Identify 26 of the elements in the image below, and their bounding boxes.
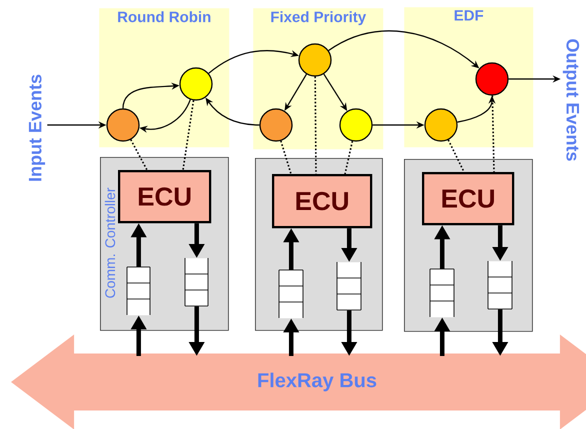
task-circle [179, 67, 213, 101]
queue-drawing [278, 270, 304, 318]
dotted-line [130, 139, 148, 170]
dotted-line [182, 100, 194, 170]
task-circle [298, 43, 332, 77]
queue-drawing [126, 266, 150, 316]
ecu-box: ECU [118, 170, 212, 224]
queue-drawing [184, 258, 208, 306]
vertical-label: Output Events [562, 39, 580, 161]
queue-drawing [336, 262, 362, 310]
task-circle [424, 108, 458, 142]
dotted-line [448, 140, 465, 172]
dotted-line [492, 96, 495, 172]
task-circle [106, 108, 140, 142]
dotted-line [314, 76, 317, 174]
task-circle [339, 108, 373, 142]
vertical-label: Input Events [28, 74, 46, 181]
dotted-line [344, 141, 354, 174]
ecu-box: ECU [422, 172, 514, 226]
queue-drawing [488, 260, 512, 310]
dotted-line [280, 140, 292, 174]
queue-drawing [430, 268, 454, 318]
ecu-box: ECU [272, 174, 372, 228]
task-circle [259, 108, 293, 142]
vertical-label: Comm. Controller [104, 188, 116, 298]
task-circle [475, 62, 509, 96]
